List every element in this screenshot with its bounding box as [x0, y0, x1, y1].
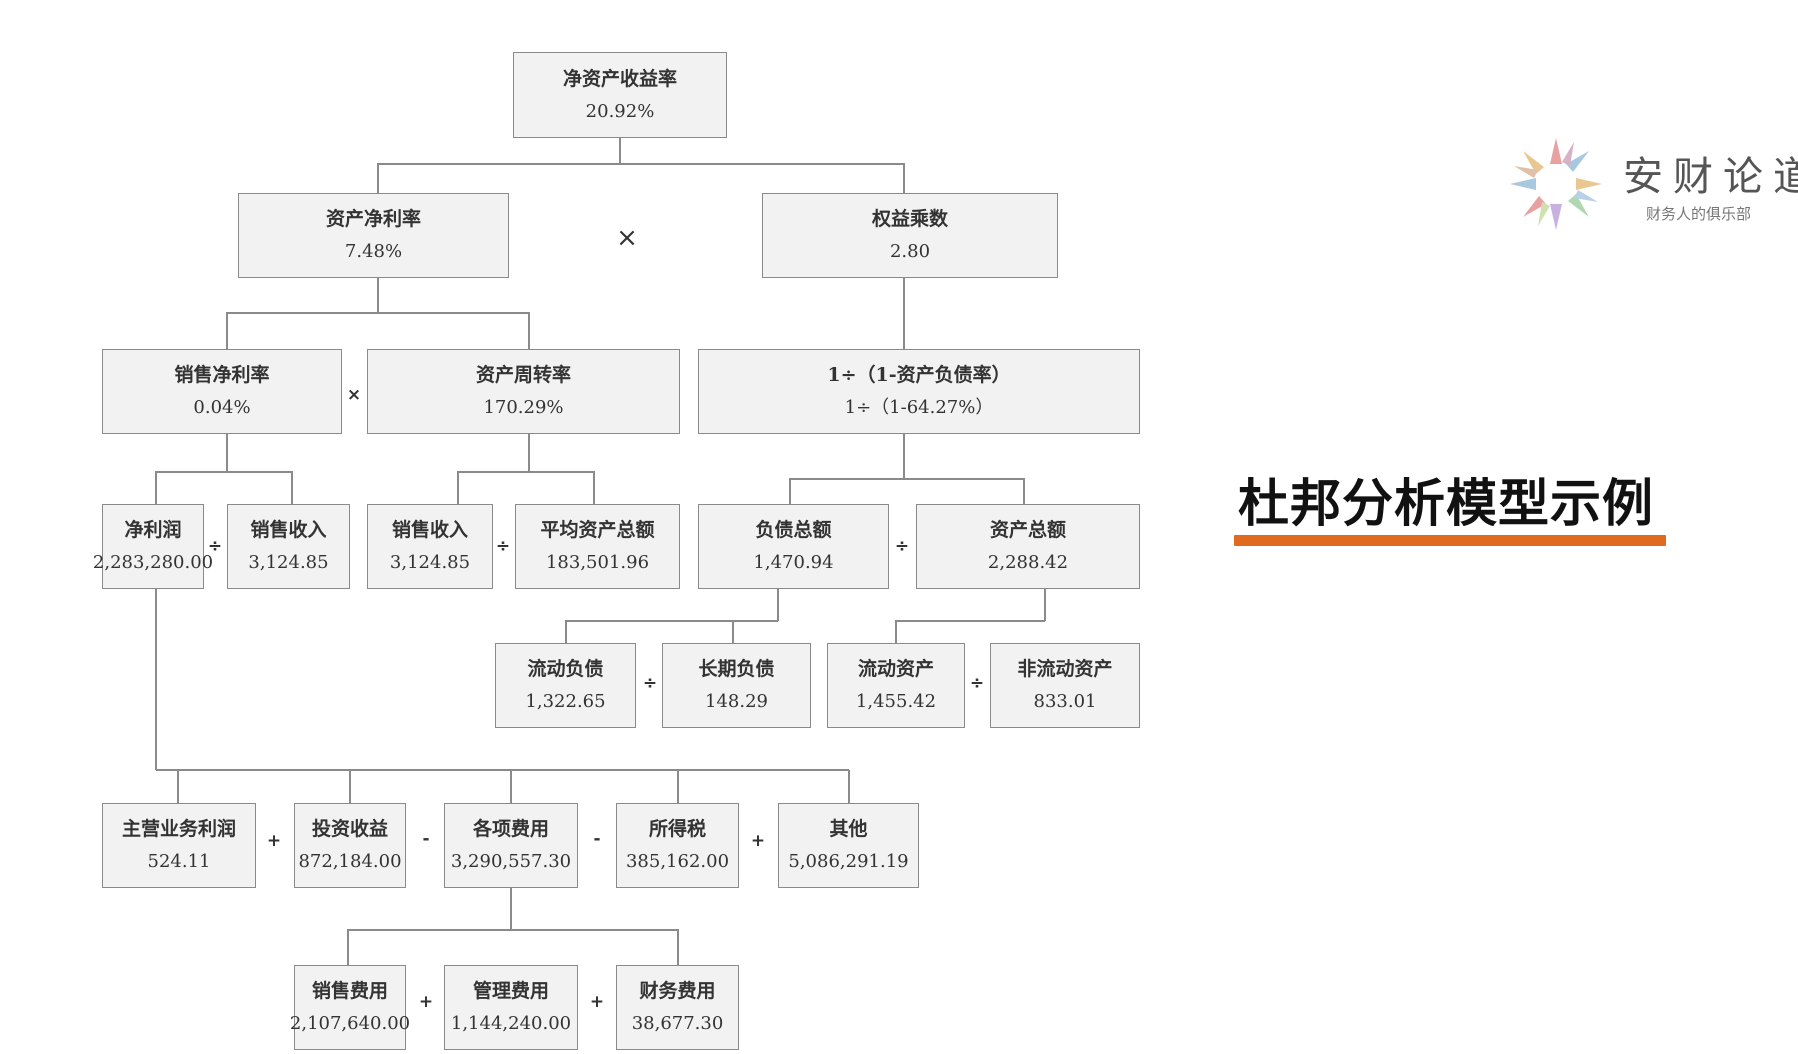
node-total-assets: 资产总额 2,288.42	[916, 504, 1140, 589]
node-asset-turnover: 资产周转率 170.29%	[367, 349, 680, 434]
node-value: 2,283,280.00	[92, 552, 214, 573]
node-label: 销售收入	[250, 519, 327, 541]
node-label: 销售收入	[391, 519, 468, 541]
divide-operator: ÷	[969, 673, 985, 693]
node-value: 1,322.65	[525, 691, 606, 712]
node-avg-total-assets: 平均资产总额 183,501.96	[515, 504, 680, 589]
minus-operator: -	[422, 829, 430, 849]
node-admin-expenses: 管理费用 1,144,240.00	[444, 965, 578, 1050]
node-value: 1÷（1-64.27%）	[844, 397, 994, 418]
divide-operator: ÷	[894, 536, 910, 556]
node-value: 5,086,291.19	[788, 851, 909, 872]
node-value: 833.01	[1033, 691, 1097, 712]
divide-operator: ÷	[642, 673, 658, 693]
node-value: 170.29%	[483, 397, 564, 418]
node-label: 长期负债	[698, 658, 775, 680]
node-total-liabilities: 负债总额 1,470.94	[698, 504, 889, 589]
node-current-liabilities: 流动负债 1,322.65	[495, 643, 636, 728]
node-value: 3,290,557.30	[450, 851, 572, 872]
node-value: 1,144,240.00	[450, 1013, 572, 1034]
logo-name: 安财论道	[1623, 154, 1798, 200]
node-label: 资产周转率	[475, 364, 571, 386]
node-debt-ratio-formula: 1÷（1-资产负债率） 1÷（1-64.27%）	[698, 349, 1140, 434]
multiply-operator: ×	[346, 385, 362, 405]
node-value: 524.11	[147, 851, 211, 872]
node-label: 1÷（1-资产负债率）	[827, 364, 1011, 386]
node-roe: 净资产收益率 20.92%	[513, 52, 727, 138]
node-label: 销售净利率	[174, 364, 270, 386]
node-label: 其他	[829, 818, 868, 840]
multiply-operator: ×	[616, 223, 638, 253]
node-sales-revenue: 销售收入 3,124.85	[367, 504, 493, 589]
node-label: 所得税	[648, 818, 706, 840]
node-value: 872,184.00	[298, 851, 402, 872]
logo-tagline: 财务人的俱乐部	[1646, 205, 1752, 223]
node-other: 其他 5,086,291.19	[778, 803, 919, 888]
node-investment-income: 投资收益 872,184.00	[294, 803, 406, 888]
node-value: 2,107,640.00	[289, 1013, 411, 1034]
node-label: 负债总额	[755, 519, 832, 541]
node-value: 20.92%	[585, 100, 655, 122]
node-label: 净利润	[124, 519, 182, 541]
node-value: 183,501.96	[545, 552, 650, 573]
node-label: 各项费用	[472, 818, 549, 840]
node-label: 管理费用	[472, 980, 549, 1002]
node-net-profit: 净利润 2,283,280.00	[93, 504, 213, 589]
title-underline	[1234, 535, 1666, 546]
node-value: 7.48%	[344, 241, 403, 262]
node-value: 38,677.30	[631, 1013, 724, 1034]
node-label: 资产总额	[989, 519, 1066, 541]
node-current-assets: 流动资产 1,455.42	[827, 643, 965, 728]
node-value: 0.04%	[193, 397, 251, 418]
node-value: 2.80	[889, 241, 931, 262]
node-label: 非流动资产	[1017, 658, 1113, 680]
node-expenses: 各项费用 3,290,557.30	[444, 803, 578, 888]
node-label: 主营业务利润	[121, 818, 236, 840]
node-label: 投资收益	[311, 818, 388, 840]
plus-operator: +	[589, 992, 605, 1012]
logo-burst-icon	[1510, 138, 1602, 230]
node-non-current-assets: 非流动资产 833.01	[990, 643, 1140, 728]
node-value: 2,288.42	[987, 552, 1069, 573]
node-label: 资产净利率	[325, 208, 421, 230]
node-label: 财务费用	[639, 980, 716, 1002]
divide-operator: ÷	[207, 536, 223, 556]
node-label: 权益乘数	[871, 208, 948, 230]
divide-operator: ÷	[495, 536, 511, 556]
page-title: 杜邦分析模型示例	[1238, 475, 1655, 534]
plus-operator: +	[750, 831, 766, 851]
node-roa: 资产净利率 7.48%	[238, 193, 509, 278]
node-equity-multiplier: 权益乘数 2.80	[762, 193, 1058, 278]
node-net-margin: 销售净利率 0.04%	[102, 349, 342, 434]
plus-operator: +	[266, 831, 282, 851]
minus-operator: -	[593, 829, 601, 849]
node-sales-revenue: 销售收入 3,124.85	[227, 504, 350, 589]
node-income-tax: 所得税 385,162.00	[616, 803, 739, 888]
node-label: 平均资产总额	[540, 519, 655, 541]
node-label: 流动资产	[857, 658, 934, 680]
node-value: 148.29	[705, 691, 768, 712]
node-label: 净资产收益率	[562, 67, 677, 90]
node-value: 3,124.85	[389, 552, 471, 573]
node-label: 销售费用	[311, 980, 388, 1002]
node-long-term-liabilities: 长期负债 148.29	[662, 643, 811, 728]
node-value: 3,124.85	[248, 552, 329, 573]
node-financial-expenses: 财务费用 38,677.30	[616, 965, 739, 1050]
node-label: 流动负债	[527, 658, 604, 680]
node-main-business-profit: 主营业务利润 524.11	[102, 803, 256, 888]
plus-operator: +	[418, 992, 434, 1012]
node-value: 385,162.00	[625, 851, 730, 872]
node-value: 1,470.94	[753, 552, 834, 573]
node-selling-expenses: 销售费用 2,107,640.00	[290, 965, 410, 1050]
node-value: 1,455.42	[855, 691, 937, 712]
